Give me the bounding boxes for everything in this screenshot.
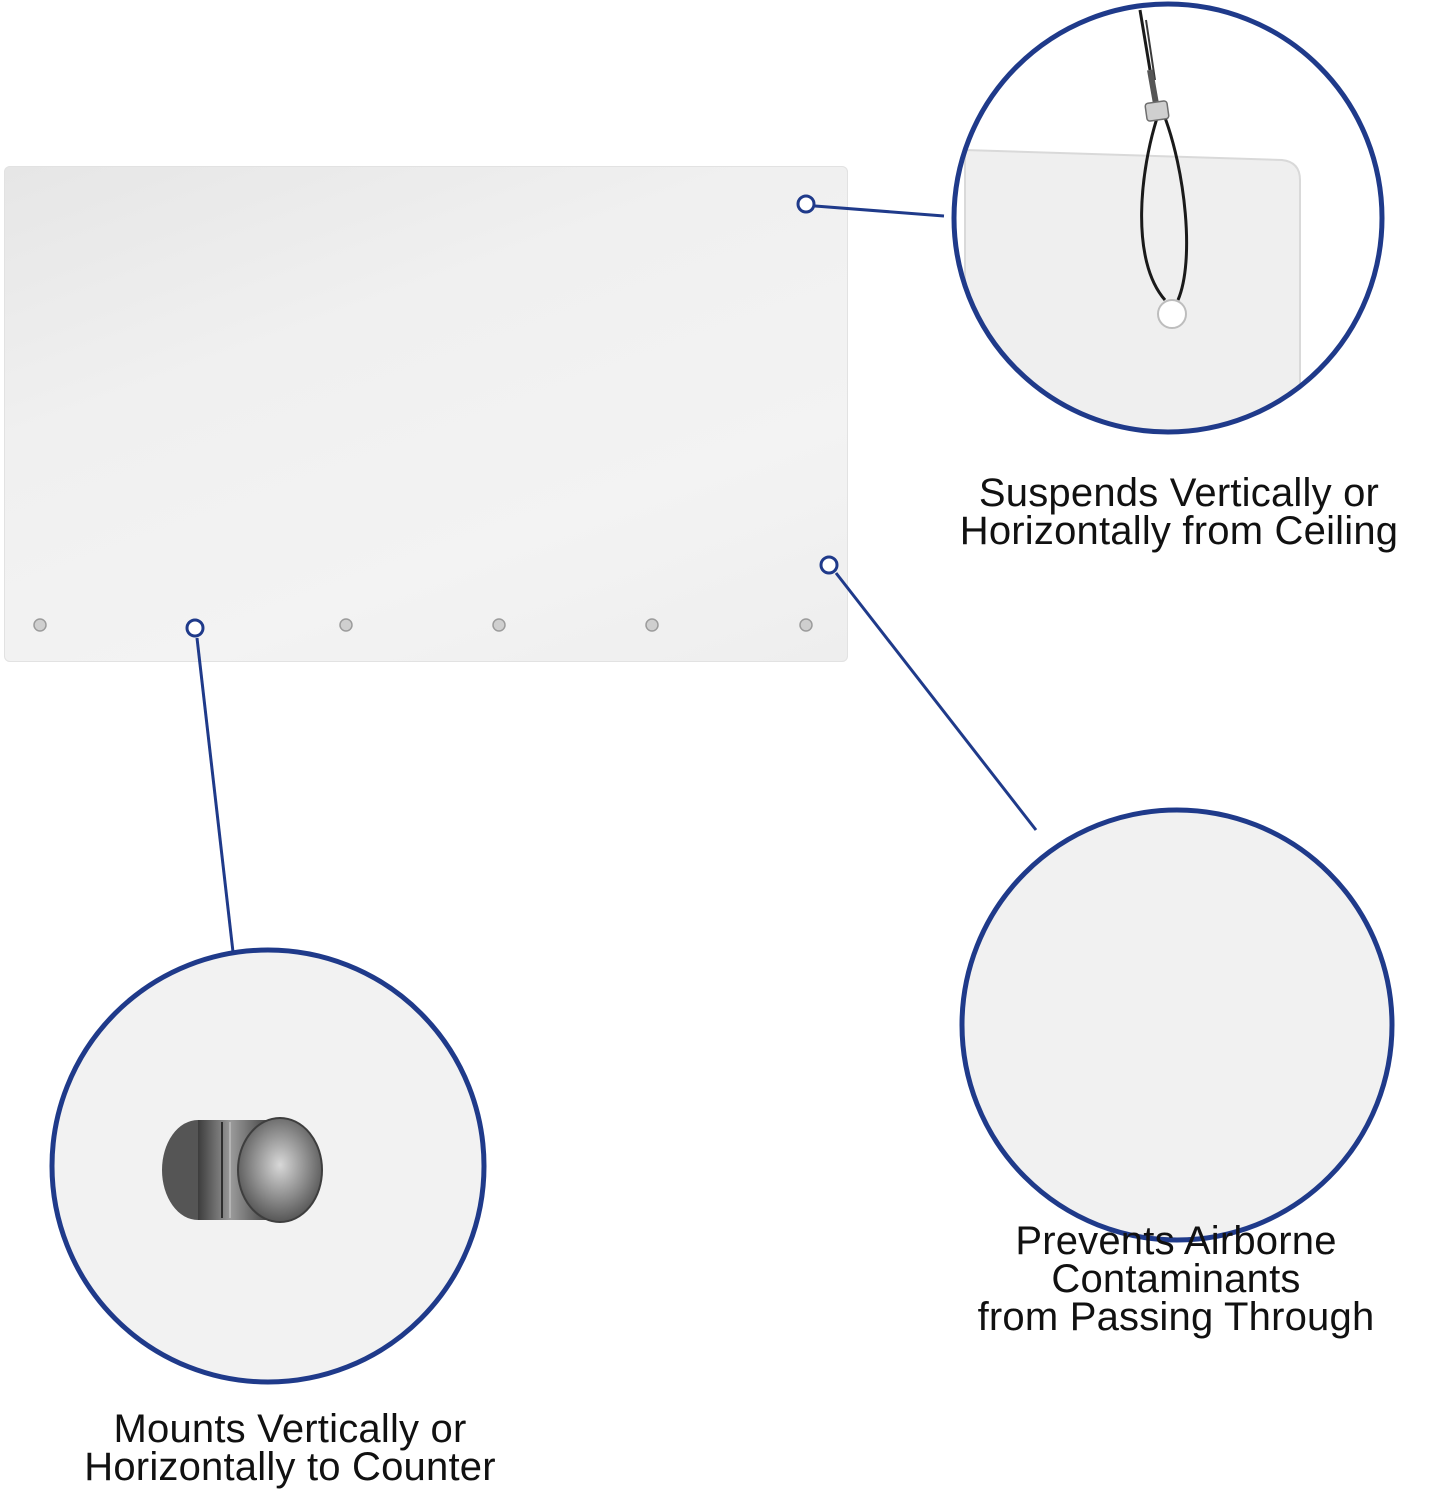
leader-line-barrier <box>834 572 1038 831</box>
caption-counter: Mounts Vertically or Horizontally to Cou… <box>84 1407 496 1489</box>
detail-circle-ceiling <box>951 1 1385 435</box>
callout-dot-counter <box>185 618 205 638</box>
panel-standoff-row <box>33 618 813 632</box>
steel-cable-icon <box>1138 9 1189 301</box>
caption-barrier: Prevents Airborne Contaminants from Pass… <box>977 1219 1375 1339</box>
standoff-screw <box>339 618 353 632</box>
panel-hole <box>1157 299 1187 329</box>
standoff-screw <box>33 618 47 632</box>
detail-circle-barrier <box>959 807 1395 1243</box>
standoff-screw <box>492 618 506 632</box>
standoff-screw <box>799 618 813 632</box>
callout-dot-barrier <box>819 555 839 575</box>
callout-dot-ceiling <box>796 194 816 214</box>
acrylic-shield-panel <box>4 166 848 662</box>
standoff-screw <box>645 618 659 632</box>
leader-line-counter <box>195 637 235 953</box>
caption-ceiling: Suspends Vertically or Horizontally from… <box>959 471 1399 553</box>
leader-line-ceiling <box>814 204 945 218</box>
standoff-knob-icon <box>162 1117 323 1223</box>
detail-circle-counter <box>49 947 487 1385</box>
